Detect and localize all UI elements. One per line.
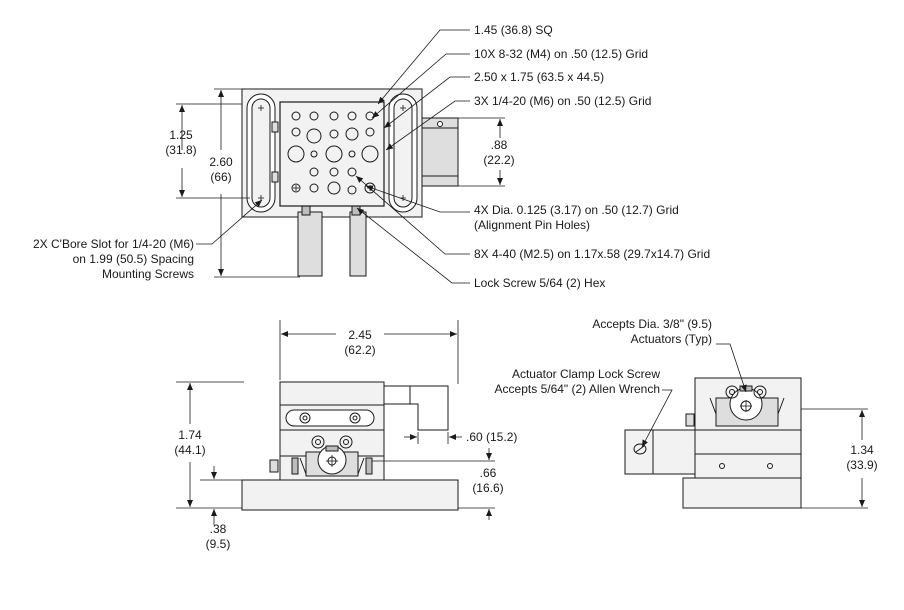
callout-footprint: 2.50 x 1.75 (63.5 x 44.5) <box>474 70 605 84</box>
dim-0-88: .88 (22.2) <box>474 138 524 168</box>
dim-1-25-mm: (31.8) <box>165 143 197 157</box>
dim-1-25-in: 1.25 <box>169 128 193 142</box>
callout-square: 1.45 (36.8) SQ <box>474 23 553 37</box>
dim-2-45: 2.45 (62.2) <box>334 328 386 358</box>
dim-1-34-in: 1.34 <box>850 443 874 457</box>
callout-clamp-line1: Actuator Clamp Lock Screw <box>511 367 660 381</box>
callout-cbore-slot-line3: Mounting Screws <box>101 267 194 281</box>
callout-cbore-slot: 2X C'Bore Slot for 1/4-20 (M6) on 1.99 (… <box>0 237 194 282</box>
callout-pin-holes-line2: (Alignment Pin Holes) <box>474 218 591 232</box>
callout-m6-grid: 3X 1/4-20 (M6) on .50 (12.5) Grid <box>474 94 652 108</box>
dim-2-45-mm: (62.2) <box>344 343 376 357</box>
side-base <box>682 477 802 509</box>
dim-0-38-mm: (9.5) <box>205 537 231 551</box>
dim-0-66: .66 (16.6) <box>464 466 512 496</box>
dim-0-88-in: .88 <box>490 138 508 152</box>
dim-0-38-in: .38 <box>209 522 227 536</box>
dim-0-66-in: .66 <box>479 466 497 480</box>
dim-2-60: 2.60 (66) <box>196 155 246 185</box>
hole-pattern <box>287 111 379 195</box>
dim-1-74-mm: (44.1) <box>174 443 206 457</box>
callout-accepts-line1: Accepts Dia. 3/8" (9.5) <box>592 317 712 331</box>
dim-0-38: .38 (9.5) <box>196 522 240 552</box>
front-base <box>241 479 459 511</box>
callout-accepts-actuators: Accepts Dia. 3/8" (9.5) Actuators (Typ) <box>540 317 712 347</box>
dim-0-88-mm: (22.2) <box>483 153 515 167</box>
side-view <box>624 377 802 509</box>
dim-1-74: 1.74 (44.1) <box>164 428 216 458</box>
dim-0-60: .60 (15.2) <box>466 430 518 444</box>
dim-0-66-mm: (16.6) <box>472 481 504 495</box>
callout-accepts-line2: Actuators (Typ) <box>630 332 712 346</box>
front-view <box>241 381 459 511</box>
actuator-barrel-right <box>349 211 367 277</box>
dim-2-60-mm: (66) <box>210 170 232 184</box>
side-view-dimensions <box>641 343 868 509</box>
actuator-barrel-left <box>297 211 323 277</box>
callout-m25-grid: 8X 4-40 (M2.5) on 1.17x.58 (29.7x14.7) G… <box>474 247 711 261</box>
top-view <box>241 88 459 277</box>
dim-1-34-mm: (33.9) <box>846 458 878 472</box>
callout-pin-holes-line1: 4X Dia. 0.125 (3.17) on .50 (12.7) Grid <box>474 203 679 217</box>
callout-m4-grid: 10X 8-32 (M4) on .50 (12.5) Grid <box>474 47 649 61</box>
callout-clamp-line2: Accepts 5/64" (2) Allen Wrench <box>494 382 660 396</box>
front-view-dimensions <box>176 320 495 525</box>
callout-cbore-slot-line1: 2X C'Bore Slot for 1/4-20 (M6) <box>32 237 194 251</box>
dim-2-60-in: 2.60 <box>209 155 233 169</box>
callout-lock-screw: Lock Screw 5/64 (2) Hex <box>474 276 606 290</box>
callout-cbore-slot-line2: on 1.99 (50.5) Spacing <box>72 252 194 266</box>
dim-1-74-in: 1.74 <box>178 428 202 442</box>
dim-2-45-in: 2.45 <box>348 328 372 342</box>
callout-pin-holes: 4X Dia. 0.125 (3.17) on .50 (12.7) Grid … <box>474 203 679 233</box>
dim-1-25: 1.25 (31.8) <box>156 128 206 158</box>
dim-1-34: 1.34 (33.9) <box>838 443 886 473</box>
callout-clamp-lock: Actuator Clamp Lock Screw Accepts 5/64" … <box>440 367 660 397</box>
top-view-dimensions <box>176 29 505 284</box>
